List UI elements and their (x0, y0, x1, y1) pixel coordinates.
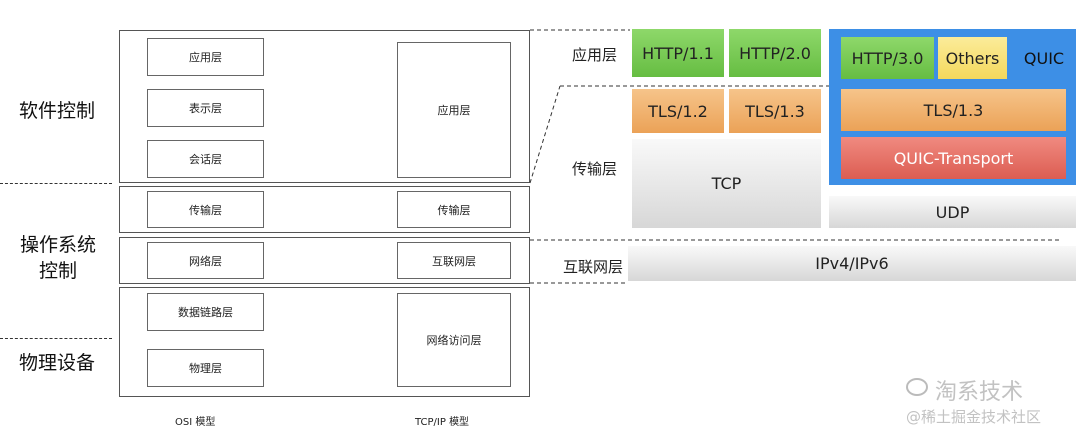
ip-block: IPv4/IPv6 (628, 246, 1076, 281)
control-os: 操作系统 控制 (19, 234, 96, 282)
watermark-line1: 淘系技术 (935, 380, 1024, 405)
osi-application-layer: 应用层 (147, 38, 264, 76)
osi-session-layer: 会话层 (147, 140, 264, 178)
separator-line (0, 183, 112, 184)
tcpip-network-access-layer: 网络访问层 (397, 293, 511, 387)
http30-block: HTTP/3.0 (841, 37, 934, 79)
tcp-block: TCP (632, 139, 821, 228)
quic-tls13-block: TLS/1.3 (841, 89, 1066, 131)
separator-line (0, 338, 112, 339)
tls12-block: TLS/1.2 (632, 89, 724, 133)
tcpip-transport-layer: 传输层 (397, 191, 511, 228)
tcpip-internet-layer: 互联网层 (397, 242, 511, 279)
tls13-block: TLS/1.3 (729, 89, 821, 133)
osi-presentation-layer: 表示层 (147, 89, 264, 127)
http20-block: HTTP/2.0 (729, 29, 821, 77)
udp-block: UDP (829, 196, 1076, 228)
watermark-line2: @稀土掘金技术社区 (906, 408, 1042, 426)
tcpip-caption: TCP/IP 模型 (415, 417, 470, 428)
osi-physical-layer: 物理层 (147, 349, 264, 387)
osi-caption: OSI 模型 (175, 417, 216, 428)
row-label-transport: 传输层 (572, 160, 618, 178)
osi-datalink-layer: 数据链路层 (147, 293, 264, 331)
row-label-internet: 互联网层 (563, 258, 624, 276)
quic-label: QUIC (1023, 48, 1065, 68)
watermark-logo-icon (906, 378, 928, 396)
control-software: 软件控制 (18, 100, 95, 122)
osi-transport-layer: 传输层 (147, 191, 264, 228)
quic-transport-block: QUIC-Transport (841, 137, 1066, 179)
osi-network-layer: 网络层 (147, 242, 264, 279)
http11-block: HTTP/1.1 (632, 29, 724, 77)
tcpip-application-layer: 应用层 (397, 42, 511, 178)
others-block: Others (938, 37, 1007, 79)
control-physical: 物理设备 (18, 352, 95, 374)
row-label-application: 应用层 (572, 46, 618, 64)
